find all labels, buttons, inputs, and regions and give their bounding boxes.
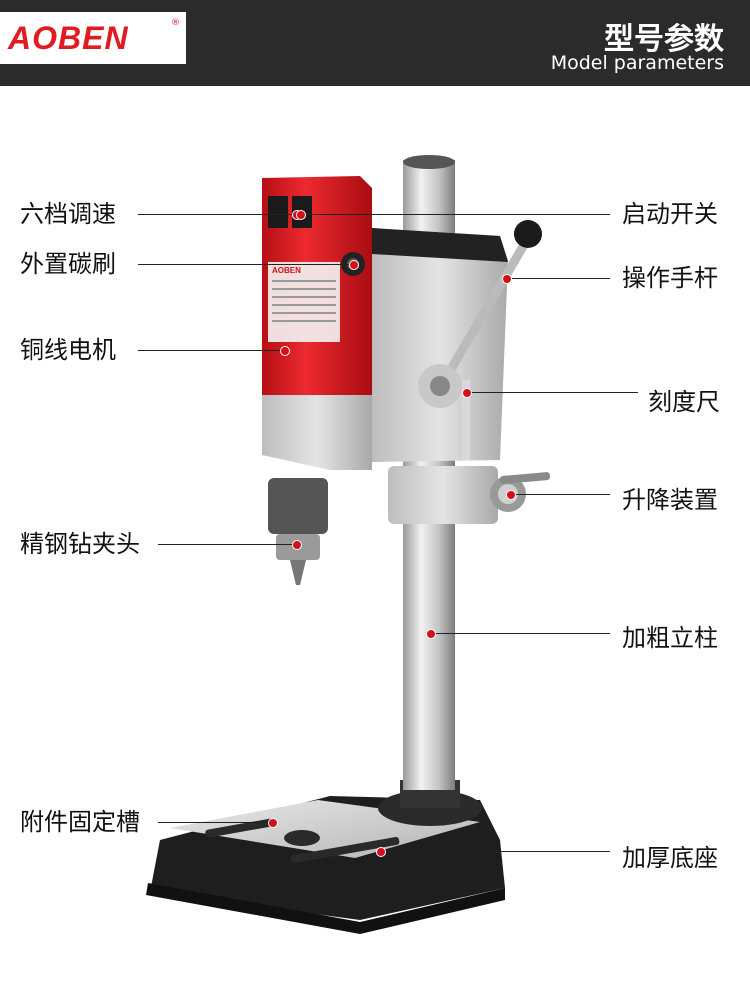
leader-line (512, 494, 610, 495)
marker-dot (349, 260, 359, 270)
leader-line (138, 264, 352, 265)
leader-line (138, 214, 296, 215)
marker-dot (268, 818, 278, 828)
marker-dot (462, 388, 472, 398)
label-six-speed: 六档调速 (20, 200, 116, 228)
label-scale: 刻度尺 (648, 388, 720, 416)
marker-dot (376, 847, 386, 857)
leader-line (158, 822, 272, 823)
marker-dot (292, 540, 302, 550)
lever-knob (514, 220, 542, 248)
label-thick-base: 加厚底座 (622, 844, 718, 872)
leader-line (432, 633, 610, 634)
leader-line (508, 278, 610, 279)
label-operating-lever: 操作手杆 (622, 264, 718, 292)
leader-line (158, 544, 296, 545)
leader-line (382, 851, 610, 852)
header-bar: AOBEN ® 型号参数 Model parameters (0, 0, 750, 86)
label-start-switch: 启动开关 (622, 200, 718, 228)
head-housing (372, 228, 508, 462)
brand-logo-text: AOBEN (8, 20, 129, 56)
leader-line (300, 214, 610, 215)
label-thick-column: 加粗立柱 (622, 624, 718, 652)
marker-dot (280, 346, 290, 356)
marker-dot (426, 629, 436, 639)
page-title: 型号参数 (604, 22, 724, 57)
marker-dot (296, 210, 306, 220)
label-steel-chuck: 精钢钻夹头 (20, 530, 140, 558)
registered-mark-icon: ® (171, 18, 180, 28)
page-subtitle: Model parameters (550, 52, 724, 74)
leader-line (138, 350, 284, 351)
leader-line (468, 392, 638, 393)
label-copper-motor: 铜线电机 (20, 336, 116, 364)
chuck (268, 478, 328, 534)
marker-dot (506, 490, 516, 500)
label-external-brush: 外置碳刷 (20, 250, 116, 278)
motor-plate-logo: AOBEN (272, 266, 301, 275)
marker-dot (502, 274, 512, 284)
label-lifting-device: 升降装置 (622, 486, 718, 514)
brand-logo: AOBEN ® (0, 12, 186, 64)
label-accessory-slot: 附件固定槽 (20, 808, 140, 836)
